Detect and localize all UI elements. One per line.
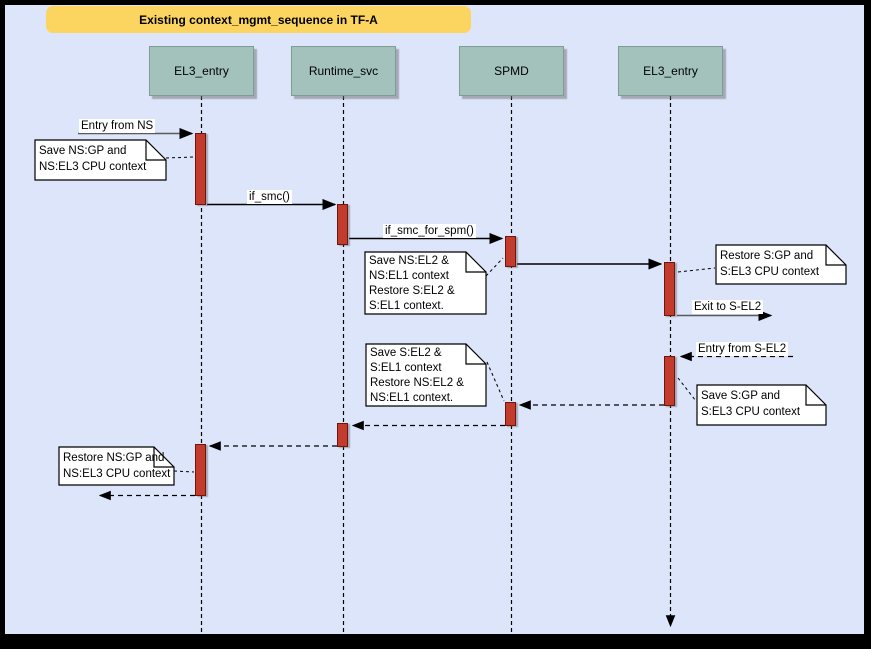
activation-spmd-1 [505,236,516,267]
label-if-smc: if_smc() [247,190,292,204]
actor-el3-entry-left: EL3_entry [149,46,254,96]
note-save-s-gp: Save S:GP and S:EL3 CPU context [701,390,801,418]
note-save-s-gp-shape [696,384,827,426]
activation-el3-right-1 [664,262,675,316]
label-if-smc-for-spm: if_smc_for_spm() [383,224,476,238]
note-save-ns-gp-shape [34,139,167,181]
actor-spmd: SPMD [459,46,564,96]
actor-runtime-svc: Runtime_svc [291,46,396,96]
note-restore-s-gp-fold [825,245,846,266]
connector-save-s-el2 [486,361,505,402]
note-save-ns-el2: Save NS:EL2 & NS:EL1 context Restore S:E… [369,255,455,312]
note-restore-ns-gp: Restore NS:GP and NS:EL3 CPU context [63,452,171,480]
lifelines [200,96,676,632]
activation-runtime-2 [337,423,348,447]
note-save-ns-gp: Save NS:GP and NS:EL3 CPU context [39,145,147,173]
diagram-canvas [5,5,864,634]
connector-save-ns-el2 [485,257,504,277]
label-exit-to-s-el2: Exit to S-EL2 [692,300,764,314]
note-save-ns-el2-shape [364,251,487,315]
note-save-ns-el2-fold [465,252,486,273]
note-save-s-gp-fold [805,385,826,406]
connector-restore-s-gp [677,267,716,273]
note-restore-ns-gp-shape [58,446,175,486]
note-save-ns-gp-fold [145,140,166,161]
note-connectors [165,156,716,473]
solid-messages [78,127,773,322]
label-entry-from-s-el2: Entry from S-EL2 [696,342,789,356]
note-save-s-el2-fold [465,344,486,365]
activation-spmd-2 [505,402,516,426]
dashed-messages [98,351,793,501]
label-entry-from-ns: Entry from NS [79,119,156,133]
note-shapes [34,139,847,486]
note-save-s-el2: Save S:EL2 & S:EL1 context Restore NS:EL… [370,347,464,404]
note-save-s-el2-shape [365,343,487,407]
actor-el3-entry-right: EL3_entry [618,46,723,96]
connector-save-s-gp [677,377,697,402]
diagram-title: Existing context_mgmt_sequence in TF-A [46,6,471,33]
activation-el3-left-2 [195,444,206,496]
note-restore-ns-gp-fold [153,447,174,468]
note-folds [145,140,846,468]
activation-runtime-1 [337,204,348,245]
activation-el3-left-1 [195,133,206,205]
connector-restore-ns-gp [173,470,195,473]
note-restore-s-gp-shape [715,244,847,285]
note-restore-s-gp: Restore S:GP and S:EL3 CPU context [720,250,820,278]
activation-el3-right-2 [664,356,675,406]
connector-save-ns-gp [165,156,195,159]
